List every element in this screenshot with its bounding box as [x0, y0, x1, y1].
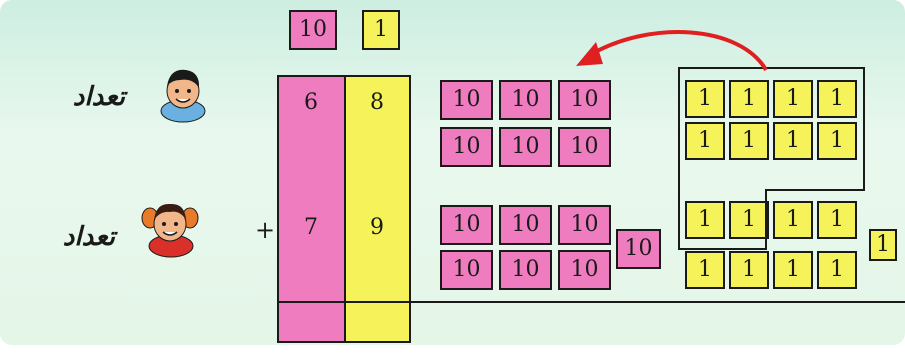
row1-ones-digit: 8	[347, 90, 407, 115]
one-tile: 1	[685, 251, 725, 289]
row1-tens-digit: 6	[281, 90, 341, 115]
ten-tile: 10	[440, 205, 493, 245]
one-tile: 1	[817, 80, 857, 118]
plus-sign: +	[255, 216, 275, 244]
ten-tile: 10	[558, 250, 611, 290]
background-panel	[0, 0, 905, 345]
one-tile: 1	[773, 251, 813, 289]
ten-tile: 10	[558, 80, 611, 120]
row1-label: تعداد	[45, 82, 125, 112]
one-tile: 1	[729, 122, 769, 160]
row2-label: تعداد	[35, 222, 115, 252]
leftover-one-tile: 1	[869, 229, 897, 261]
one-tile: 1	[685, 201, 725, 239]
one-tile: 1	[817, 251, 857, 289]
ten-tile: 10	[499, 250, 552, 290]
one-tile: 1	[729, 80, 769, 118]
one-tile: 1	[729, 251, 769, 289]
ten-tile: 10	[440, 80, 493, 120]
one-tile: 1	[773, 122, 813, 160]
row2-ones-digit: 9	[347, 215, 407, 240]
one-tile: 1	[817, 201, 857, 239]
row2-tens-digit: 7	[281, 215, 341, 240]
one-tile: 1	[729, 201, 769, 239]
ten-tile: 10	[499, 205, 552, 245]
ten-tile: 10	[499, 80, 552, 120]
ten-tile: 10	[558, 205, 611, 245]
ten-tile: 10	[499, 127, 552, 167]
header-tens-tile: 10	[289, 10, 337, 50]
ten-tile: 10	[440, 127, 493, 167]
header-ones-tile: 1	[362, 10, 400, 50]
sum-line	[277, 301, 905, 303]
ten-tile: 10	[440, 250, 493, 290]
ten-tile: 10	[558, 127, 611, 167]
regrouped-ten-tile: 10	[616, 229, 661, 269]
one-tile: 1	[685, 122, 725, 160]
one-tile: 1	[817, 122, 857, 160]
one-tile: 1	[685, 80, 725, 118]
one-tile: 1	[773, 80, 813, 118]
one-tile: 1	[773, 201, 813, 239]
